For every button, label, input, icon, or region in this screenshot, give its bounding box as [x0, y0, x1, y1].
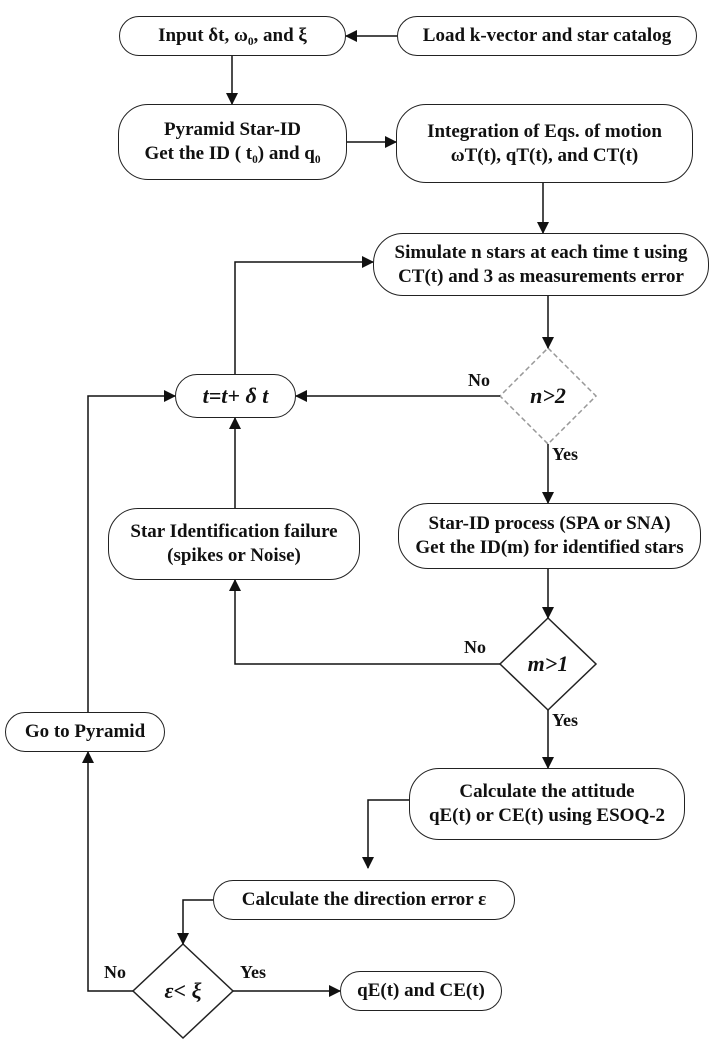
integration-node: Integration of Eqs. of motion ωT(t), qT(…	[396, 104, 693, 183]
edge-direction-to-decision-eps	[177, 899, 213, 945]
output-text: qE(t) and CE(t)	[357, 980, 485, 1002]
direction-error-node: Calculate the direction error ε	[213, 880, 515, 920]
pyramid-node-line2: Get the ID ( t₀) and q₀	[144, 143, 321, 164]
failure-node-line2: (spikes or Noise)	[167, 545, 301, 566]
load-node-text: Load k-vector and star catalog	[422, 25, 672, 47]
decision-n-diamond	[498, 346, 598, 446]
label-no-m: No	[464, 637, 486, 657]
starid-node-line2: Get the ID(m) for identified stars	[415, 537, 684, 558]
pyramid-node-line1: Pyramid Star-ID	[163, 119, 302, 141]
load-node: Load k-vector and star catalog	[397, 16, 697, 56]
decision-m-text: m>1	[527, 651, 569, 676]
output-node: qE(t) and CE(t)	[340, 971, 502, 1011]
label-no-eps: No	[104, 962, 126, 982]
failure-node: Star Identification failure (spikes or N…	[108, 508, 360, 580]
decision-eps-diamond	[131, 942, 235, 1040]
input-node: Input δt, ω₀, and ξ	[119, 16, 346, 56]
time-update-node: t=t+ δ t	[175, 374, 296, 418]
decision-n-text: n>2	[530, 383, 566, 408]
edge-decision-eps-no-to-goto	[82, 751, 133, 992]
simulate-node: Simulate n stars at each time t using CT…	[373, 233, 709, 296]
label-yes-n: Yes	[552, 444, 578, 464]
simulate-node-line1: Simulate n stars at each time t using	[394, 241, 688, 263]
integration-node-line1: Integration of Eqs. of motion	[427, 120, 662, 142]
decision-eps-text: ε< ξ	[164, 978, 202, 1003]
input-node-text: Input δt, ω₀, and ξ	[158, 25, 307, 47]
label-no-n: No	[468, 370, 490, 390]
attitude-node-line2: qE(t) or CE(t) using ESOQ-2	[428, 805, 666, 826]
goto-pyramid-text: Go to Pyramid	[24, 721, 146, 743]
starid-node: Star-ID process (SPA or SNA) Get the ID(…	[398, 503, 701, 569]
integration-node-line2: ωT(t), qT(t), and CT(t)	[450, 144, 639, 166]
edge-time-to-simulate	[234, 256, 374, 374]
edge-goto-to-time	[87, 390, 176, 712]
time-update-text: t=t+ δ t	[202, 383, 269, 409]
attitude-node: Calculate the attitude qE(t) or CE(t) us…	[409, 768, 685, 840]
starid-node-line1: Star-ID process (SPA or SNA)	[428, 513, 671, 535]
attitude-node-line1: Calculate the attitude	[459, 781, 635, 803]
label-yes-eps: Yes	[240, 962, 266, 982]
simulate-node-line2: CT(t) and 3 as measurements error	[398, 265, 684, 287]
edge-decision-m-no-to-failure	[229, 579, 500, 665]
direction-error-text: Calculate the direction error ε	[241, 889, 487, 911]
connectors	[82, 30, 554, 997]
label-yes-m: Yes	[552, 710, 578, 730]
goto-pyramid-node: Go to Pyramid	[5, 712, 165, 752]
pyramid-node: Pyramid Star-ID Get the ID ( t₀) and q₀	[118, 104, 347, 180]
failure-node-line1: Star Identification failure	[130, 521, 338, 543]
edge-attitude-to-direction	[362, 799, 409, 869]
